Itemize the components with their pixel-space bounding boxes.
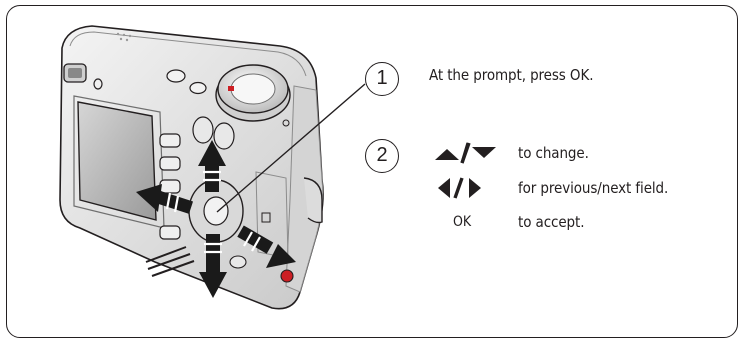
step-2-circle: 2 (365, 139, 399, 173)
up-down-arrows-icon (434, 142, 498, 164)
instruction-field-text: for previous/next field. (518, 179, 668, 197)
camera-body (60, 26, 323, 309)
instruction-accept-text: to accept. (518, 213, 584, 231)
step-1-circle: 1 (365, 62, 399, 96)
ok-button-label: OK (453, 214, 471, 230)
left-right-arrows-icon (437, 176, 487, 200)
instruction-change-text: to change. (518, 144, 589, 162)
step-1-text: At the prompt, press OK. (429, 66, 593, 84)
